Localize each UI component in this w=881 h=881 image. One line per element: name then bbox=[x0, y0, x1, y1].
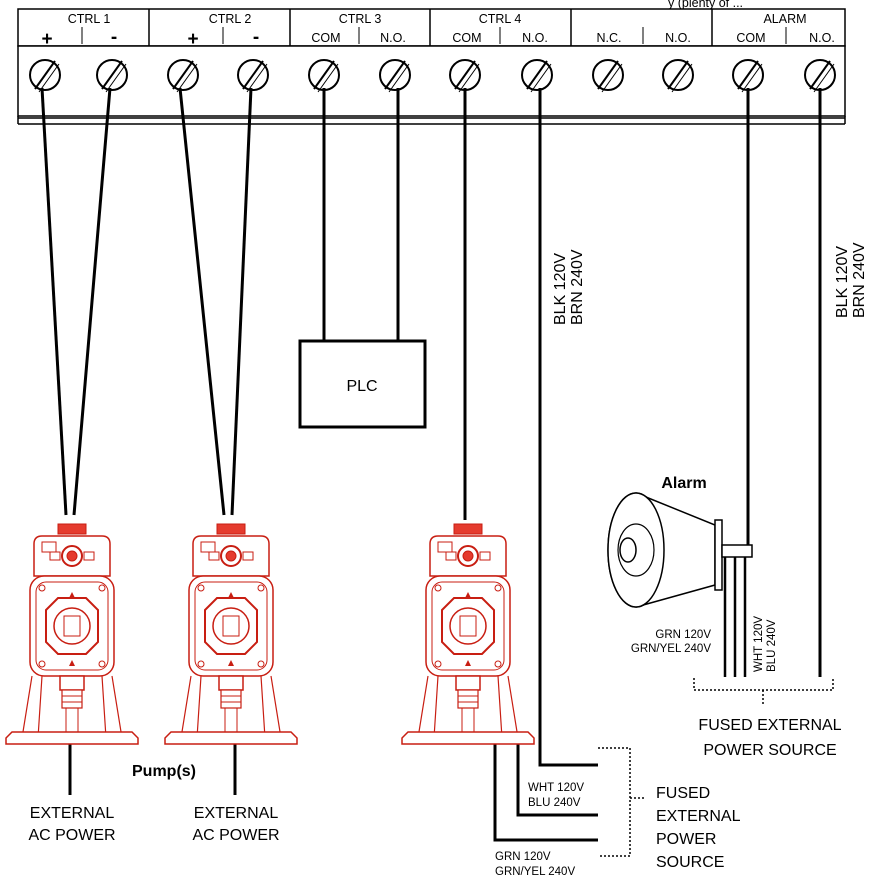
pump-wht-label-2: BLU 240V bbox=[528, 797, 581, 809]
external-ac-1-line-1: EXTERNAL bbox=[30, 805, 115, 822]
fused-pump-label-3: POWER bbox=[656, 831, 716, 848]
pump-wht-label-1: WHT 120V bbox=[528, 782, 584, 794]
relay-nc: N.C. bbox=[597, 31, 622, 45]
external-ac-2-line-1: EXTERNAL bbox=[194, 805, 279, 822]
ctrl3-com: COM bbox=[311, 31, 340, 45]
screw-icon bbox=[96, 59, 128, 93]
ctrl4-wire-label-2: BRN 240V bbox=[569, 249, 586, 325]
screw-icon bbox=[662, 59, 694, 93]
screw-icon bbox=[167, 59, 199, 93]
alarm-wht-label-2: BLU 240V bbox=[766, 619, 778, 672]
alarm-horn-icon bbox=[607, 492, 753, 608]
fused-pump-label-4: SOURCE bbox=[656, 854, 724, 871]
ctrl1-plus: + bbox=[41, 29, 52, 50]
pump-1-icon bbox=[5, 523, 139, 745]
pump-grn-label-1: GRN 120V bbox=[495, 851, 551, 863]
ctrl2-plus: + bbox=[187, 29, 198, 50]
screw-icon bbox=[449, 59, 481, 93]
fused-alarm-label-2: POWER SOURCE bbox=[703, 742, 836, 759]
plc-label: PLC bbox=[346, 378, 377, 395]
alarm-no-wire-label-1: BLK 120V bbox=[834, 246, 851, 318]
ctrl4-no: N.O. bbox=[522, 31, 548, 45]
ctrl3-header: CTRL 3 bbox=[339, 12, 382, 26]
alarm-no-wire-label-2: BRN 240V bbox=[851, 242, 868, 318]
fused-alarm-label-1: FUSED EXTERNAL bbox=[698, 717, 841, 734]
wires bbox=[40, 87, 822, 842]
alarm-no: N.O. bbox=[809, 31, 835, 45]
pump-2-icon bbox=[164, 523, 298, 745]
screw-icon bbox=[592, 59, 624, 93]
fused-pump-label-2: EXTERNAL bbox=[656, 808, 741, 825]
alarm-header: ALARM bbox=[763, 12, 806, 26]
alarm-label: Alarm bbox=[661, 475, 706, 492]
pump-grn-label-2: GRN/YEL 240V bbox=[495, 866, 575, 878]
top-partial-text: y (plenty of ... bbox=[668, 0, 743, 10]
dotted-brackets bbox=[598, 678, 834, 857]
terminal-block: y (plenty of ... CTRL 1 + - CTRL 2 + - C… bbox=[17, 0, 846, 125]
screw-icon bbox=[29, 59, 61, 93]
alarm-wht-label-1: WHT 120V bbox=[753, 616, 765, 672]
ctrl2-minus: - bbox=[253, 27, 259, 48]
ctrl4-header: CTRL 4 bbox=[479, 12, 522, 26]
ctrl2-header: CTRL 2 bbox=[209, 12, 252, 26]
ctrl4-com: COM bbox=[452, 31, 481, 45]
pumps-label: Pump(s) bbox=[132, 763, 196, 780]
external-ac-1-line-2: AC POWER bbox=[28, 827, 115, 844]
external-ac-2-line-2: AC POWER bbox=[192, 827, 279, 844]
screw-icon bbox=[521, 59, 553, 93]
screw-icon bbox=[237, 59, 269, 93]
screw-icon bbox=[379, 59, 411, 93]
ctrl1-header: CTRL 1 bbox=[68, 12, 111, 26]
pump-3-icon bbox=[401, 523, 535, 745]
ctrl4-wire-label-1: BLK 120V bbox=[552, 253, 569, 325]
ctrl3-no: N.O. bbox=[380, 31, 406, 45]
alarm-grn-label-1: GRN 120V bbox=[655, 629, 711, 641]
alarm-com: COM bbox=[736, 31, 765, 45]
ctrl1-minus: - bbox=[111, 27, 117, 48]
relay-no: N.O. bbox=[665, 31, 691, 45]
fused-pump-label-1: FUSED bbox=[656, 785, 710, 802]
alarm-grn-label-2: GRN/YEL 240V bbox=[631, 643, 711, 655]
plc-box: PLC bbox=[298, 339, 427, 429]
